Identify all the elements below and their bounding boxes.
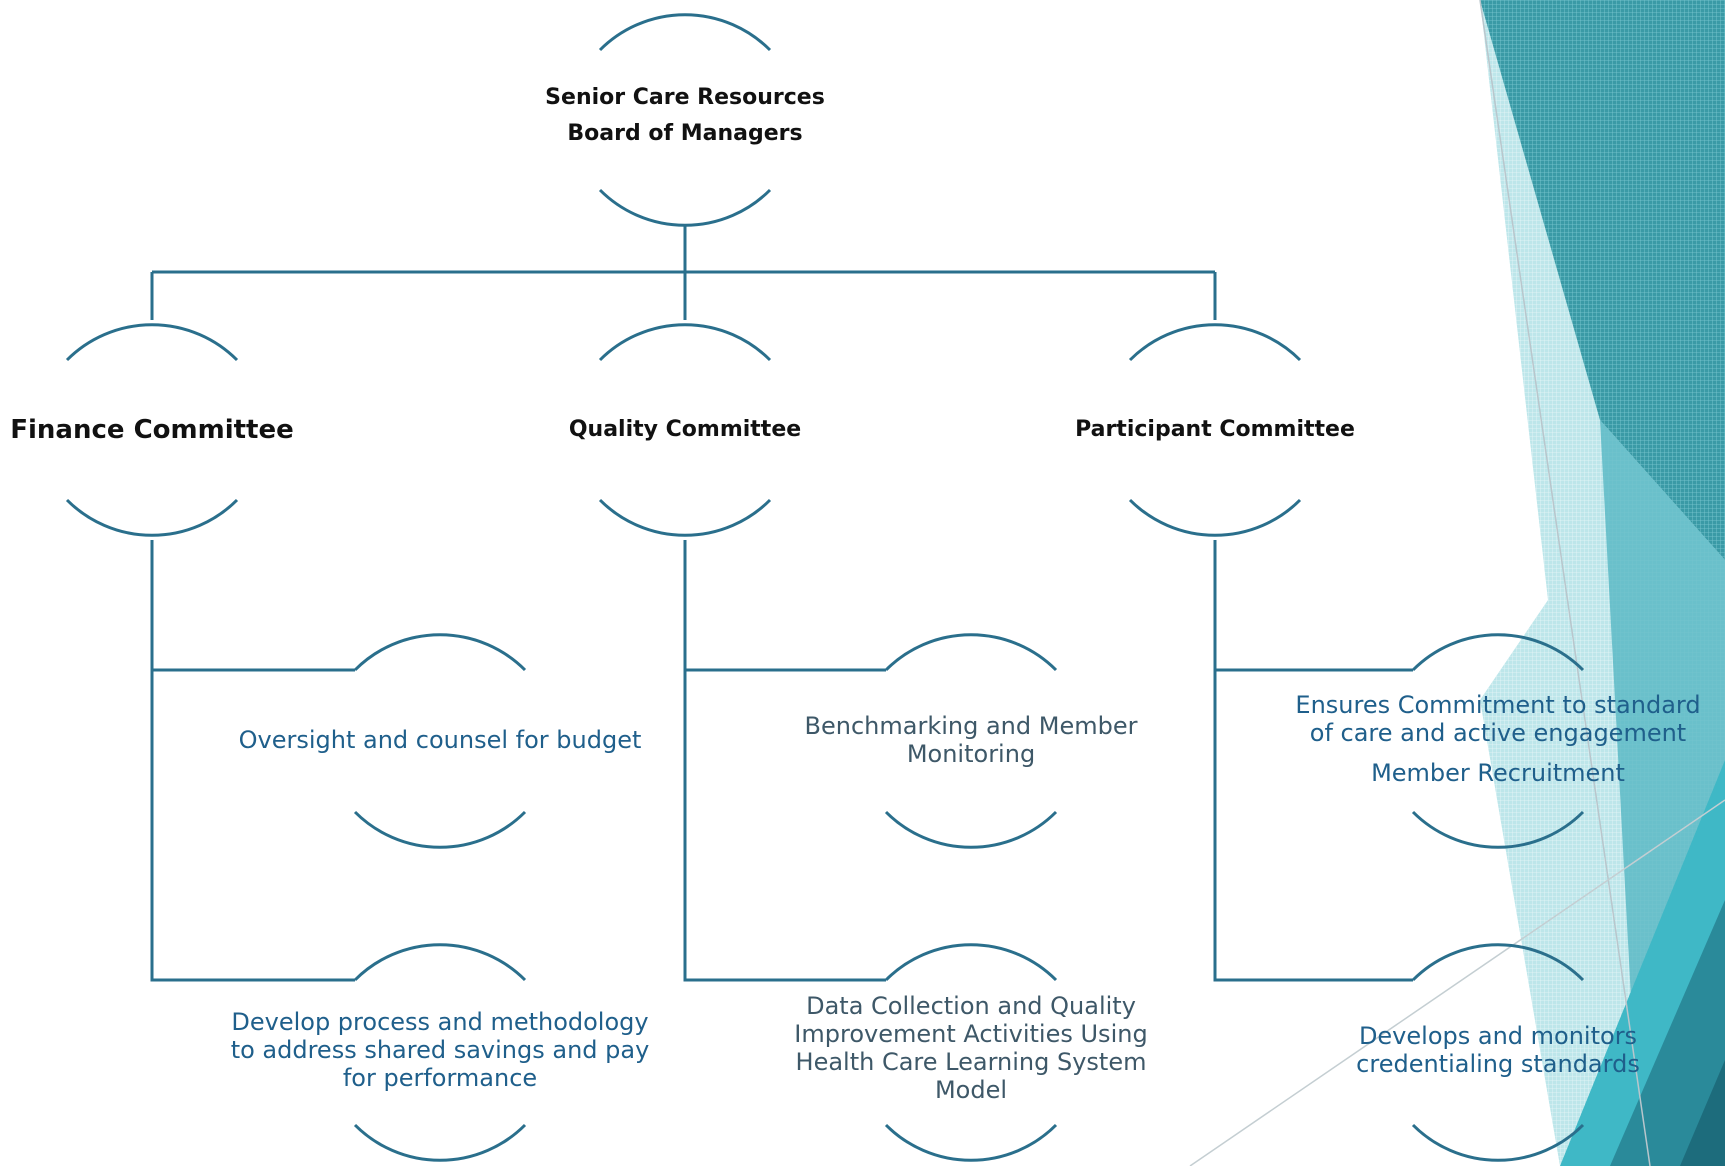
- quality-committee-label: Quality Committee: [568, 417, 802, 442]
- board-line-1: Senior Care Resources: [545, 85, 825, 110]
- board-line-2: Board of Managers: [567, 121, 803, 146]
- decorative-background: [1189, 0, 1725, 1166]
- connector-lines: [150, 226, 1413, 982]
- finance-task1-arcs: [353, 633, 527, 849]
- finance-node-arcs: [65, 323, 239, 537]
- finance-task-methodology: Develop process and methodology to addre…: [230, 1008, 650, 1092]
- participant-committee-label: Participant Committee: [1075, 417, 1355, 442]
- board-node-arcs: [598, 13, 772, 227]
- finance-task-budget: Oversight and counsel for budget: [238, 726, 642, 754]
- quality-task2-arcs: [884, 943, 1058, 1162]
- quality-task1-arcs: [884, 633, 1058, 849]
- participant-task2-arcs: [1411, 943, 1585, 1162]
- participant-task1-arcs: [1411, 633, 1585, 849]
- participant-node-arcs: [1128, 323, 1302, 537]
- participant-task-credentialing: Develops and monitors credentialing stan…: [1356, 1022, 1640, 1078]
- finance-task2-arcs: [353, 943, 527, 1162]
- quality-node-arcs: [598, 323, 772, 537]
- quality-task-benchmarking: Benchmarking and Member Monitoring: [804, 712, 1138, 768]
- board-node-label: Senior Care Resources Board of Managers: [485, 80, 885, 152]
- participant-task-commitment: Ensures Commitment to standard of care a…: [1295, 691, 1701, 787]
- finance-committee-label: Finance Committee: [10, 415, 294, 445]
- quality-task-data-collection: Data Collection and Quality Improvement …: [794, 992, 1148, 1104]
